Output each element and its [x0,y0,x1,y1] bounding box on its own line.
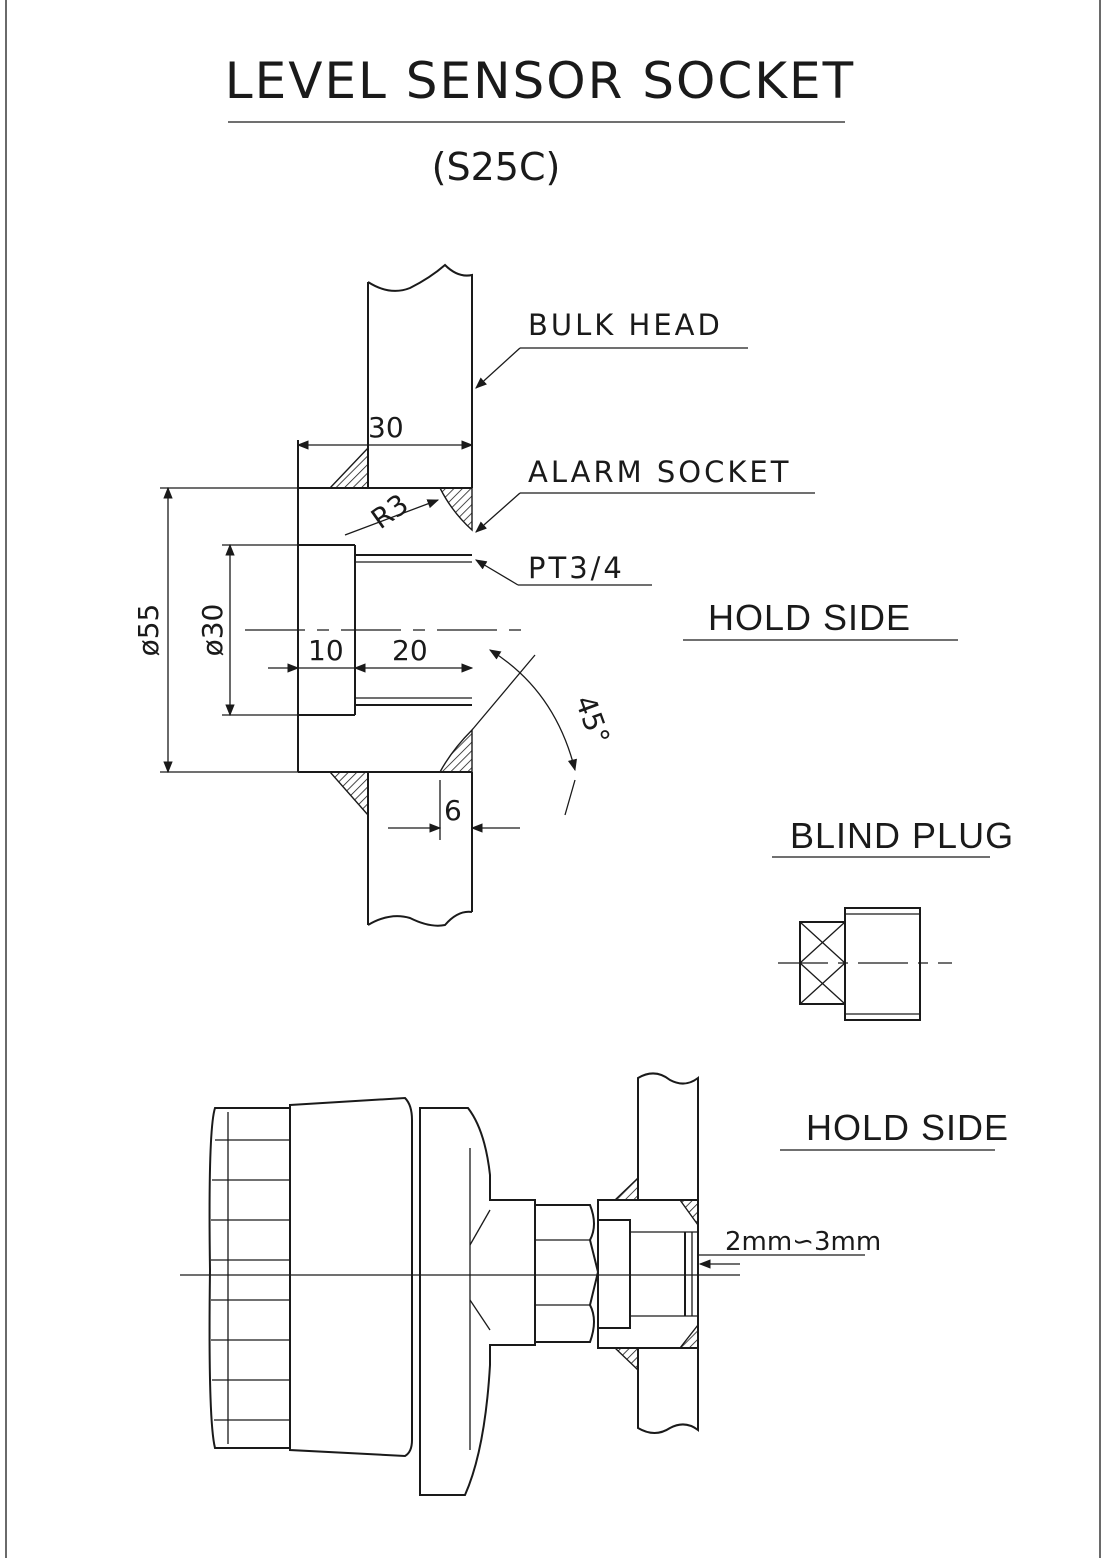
leader-labels-top: BULK HEAD ALARM SOCKET PT3/4 [474,308,815,586]
weld-bottom-left [328,771,369,817]
label-thread-pt34: PT3/4 [528,551,625,585]
label-blind-plug: BLIND PLUG [790,815,1014,856]
dim-dia-30: ø30 [196,604,229,657]
drawing-title: LEVEL SENSOR SOCKET [225,52,855,110]
level-sensor-assembly [180,1072,740,1496]
dim-radius-r3: R3 [365,487,414,535]
dim-width-30: 30 [368,411,404,444]
dim-weld-6: 6 [444,794,462,827]
material-code: (S25C) [432,145,561,189]
label-hold-side-top: HOLD SIDE [708,597,911,638]
dim-angle-45: 45° [568,691,616,749]
alarm-socket-body [245,440,530,817]
dim-depth-10: 10 [308,634,344,667]
weld-top-left [328,446,369,489]
weld-top-right [438,487,473,532]
dim-depth-20: 20 [392,634,428,667]
label-hold-side-bottom: HOLD SIDE [806,1107,1009,1148]
label-bulk-head: BULK HEAD [528,308,723,342]
dim-dia-55: ø55 [132,604,165,657]
weld-bottom-right [438,728,473,773]
gap-dimension: 2mm∽3mm [698,1227,881,1269]
dim-gap-2-3mm: 2mm∽3mm [725,1227,881,1257]
label-alarm-socket: ALARM SOCKET [528,455,791,489]
blind-plug-drawing [778,907,952,1021]
